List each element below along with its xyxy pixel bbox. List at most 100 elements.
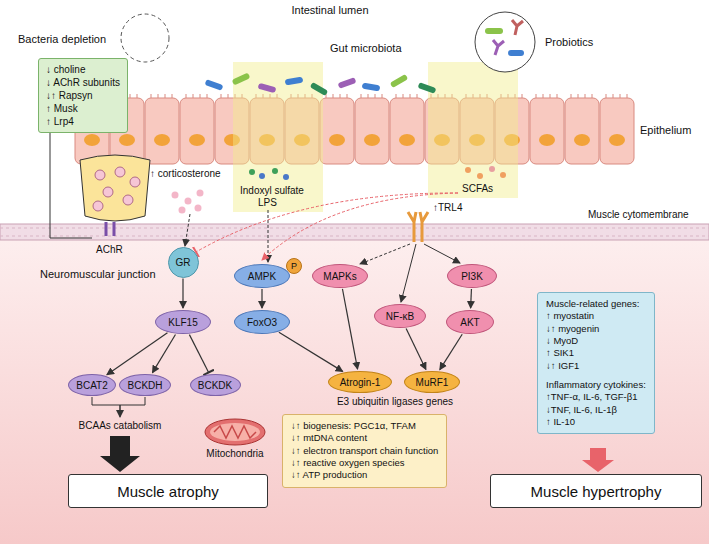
box-line: ↑ Musk (46, 102, 120, 115)
molecule-ellipse: Atrogin-1 (328, 371, 392, 393)
signal-arrow (406, 329, 426, 370)
molecule-ellipse: MAPKs (312, 264, 368, 288)
annotation-label: LPS (258, 197, 277, 208)
bacterium (362, 82, 381, 91)
annotation-label: Muscle cytomembrane (588, 209, 689, 220)
cell-nucleus (329, 134, 345, 146)
cell-nucleus (84, 134, 100, 146)
node-label: FoxO3 (247, 317, 277, 328)
node-label: MuRF1 (416, 377, 449, 388)
microvilli (606, 94, 627, 98)
annotation-label: Probiotics (545, 36, 593, 48)
signal-arrow (107, 333, 168, 375)
node-label: KLF15 (168, 317, 197, 328)
annotation-label: SCFAs (462, 183, 493, 194)
microvilli (571, 94, 592, 98)
cell-nucleus (189, 134, 205, 146)
node-label: AKT (460, 317, 479, 328)
annotation-label: Mitochondria (206, 448, 263, 459)
microvilli (396, 94, 417, 98)
annotation-label: Indoxyl sulfate (240, 185, 304, 196)
box-line: ↓ MyoD (546, 335, 646, 347)
cell-nucleus (154, 134, 170, 146)
molecule-ellipse: NF-κB (374, 304, 426, 328)
molecule-ellipse: GR (168, 247, 199, 278)
box-line: ↓ choline (46, 63, 120, 76)
epithelial-cell (600, 98, 634, 164)
signal-arrow (261, 289, 262, 308)
box-line: Muscle-related genes: (546, 298, 646, 310)
outcome-box: Muscle atrophy (68, 474, 268, 508)
annotation-label: AChR (96, 244, 123, 255)
box-line: ↓↑ reactive oxygen species (291, 457, 438, 469)
box-line: ↑ myostatin (546, 310, 646, 322)
molecule-ellipse: KLF15 (155, 310, 211, 334)
node-label: BCKDK (198, 380, 232, 391)
node-label: GR (176, 257, 191, 268)
box-line: ↓↑ myogenin (546, 323, 646, 335)
molecule-ellipse: BCKDK (190, 374, 241, 396)
bacterium (285, 76, 304, 85)
signal-arrow (189, 335, 208, 373)
bacterium (310, 82, 329, 96)
box-line: ↓↑ IGF1 (546, 360, 646, 372)
bacterium (232, 72, 251, 85)
signal-arrow (342, 289, 357, 369)
node-label: NF-κB (386, 311, 414, 322)
node-label: BCKDH (127, 380, 162, 391)
molecule-ellipse: BCAT2 (68, 374, 116, 396)
epithelial-cell (390, 98, 424, 164)
outcome-box: Muscle hypertrophy (490, 474, 702, 508)
bacterium (418, 82, 437, 94)
microvilli (186, 94, 207, 98)
annotation-label: Intestinal lumen (291, 4, 368, 16)
annotation-label: ↑TRL4 (433, 202, 462, 213)
cell-nucleus (574, 134, 590, 146)
molecule-ellipse: BCKDH (119, 374, 171, 396)
molecule-ellipse: FoxO3 (234, 310, 290, 334)
microvilli (151, 94, 172, 98)
molecule-ellipse: PI3K (447, 264, 497, 288)
epithelial-cell (145, 98, 179, 164)
node-label: PI3K (461, 271, 483, 282)
box-line: ↓↑ ATP production (291, 469, 438, 481)
annotation-label: Bacteria depletion (18, 33, 106, 45)
cell-nucleus (364, 134, 380, 146)
box-line: ↓TNF, IL-6, IL-1β (546, 404, 646, 416)
molecule-ellipse: AKT (446, 310, 494, 334)
cell-nucleus (609, 134, 625, 146)
cell-nucleus (399, 134, 415, 146)
signal-arrow (440, 334, 462, 369)
signal-arrow (152, 334, 175, 372)
info-box: ↓ choline↓ AChR subunits↓↑ Rapsyn↑ Musk↑… (38, 58, 128, 133)
annotation-label: Neuromuscular junction (40, 268, 156, 280)
molecule-ellipse: AMPK (234, 264, 290, 288)
epithelial-cell (320, 98, 354, 164)
annotation-label: Gut microbiota (330, 42, 402, 54)
bacterium (338, 77, 357, 89)
epithelial-cell (565, 98, 599, 164)
box-line: ↓↑ Rapsyn (46, 89, 120, 102)
signal-arrow (279, 332, 343, 371)
signal-arrow (182, 279, 183, 309)
node-label: AMPK (248, 271, 276, 282)
annotation-label: BCAAs catabolism (79, 420, 162, 431)
epithelial-cell (355, 98, 389, 164)
node-label: P (291, 261, 297, 271)
annotation-label: ↑ corticosterone (150, 168, 221, 179)
microvilli (361, 94, 382, 98)
box-line: ↑ SIK1 (546, 347, 646, 359)
epithelial-cell (530, 98, 564, 164)
node-label: Atrogin-1 (340, 377, 381, 388)
signal-arrow (470, 289, 472, 308)
microvilli (326, 94, 347, 98)
info-box: Muscle-related genes:↑ myostatin↓↑ myoge… (537, 292, 655, 434)
annotation-label: E3 ubiquitin ligases genes (337, 396, 453, 407)
box-line: ↑TNF-α, IL-6, TGF-β1 (546, 391, 646, 403)
box-line: ↑ IL-10 (546, 416, 646, 428)
cell-nucleus (119, 134, 135, 146)
bacterium (390, 74, 409, 88)
node-label: Muscle atrophy (117, 483, 219, 500)
box-line: ↓↑ mtDNA content (291, 432, 438, 444)
